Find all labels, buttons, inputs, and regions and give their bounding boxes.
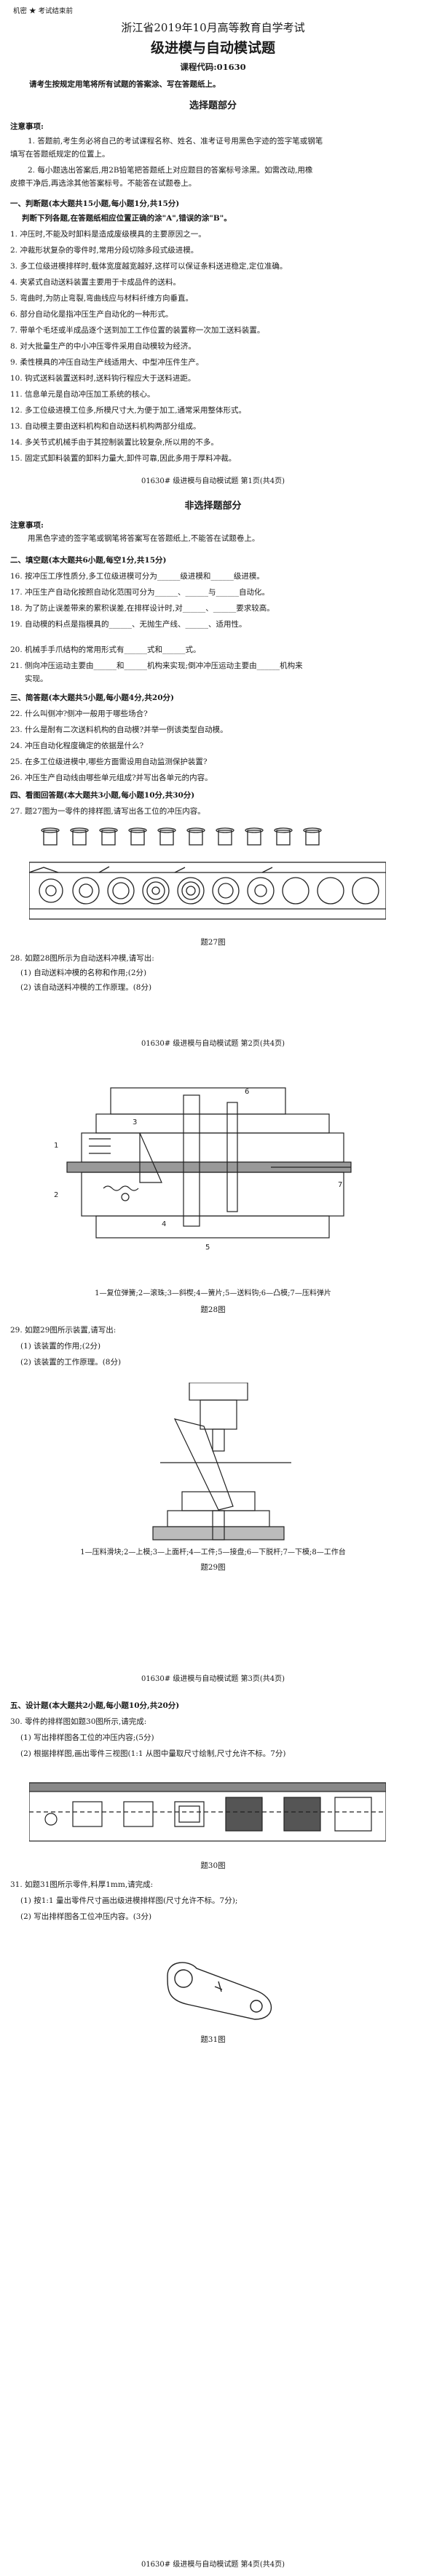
part2-title: 非选择题部分	[184, 501, 242, 512]
question-11: 11. 信息单元是自动冲压加工系统的核心。	[10, 390, 155, 399]
question-28-2: (2) 该自动送料冲模的工作原理。(8分)	[20, 983, 152, 992]
question-20: 20. 机械手手爪结构的常用形式有______式和______式。	[10, 645, 201, 654]
question-6: 6. 部分自动化是指冲压生产自动化的一种形式。	[10, 310, 173, 319]
note-2a: 2. 每小题选出答案后,用2B铅笔把答题纸上对应题目的答案标号涂黑。如需改动,用…	[28, 166, 313, 175]
part-views	[41, 827, 322, 846]
question-22: 22. 什么叫侧冲?侧冲一般用于哪些场合?	[10, 709, 148, 718]
note-2b: 皮擦干净后,再选涂其他答案标号。不能答在试题卷上。	[10, 179, 197, 188]
question-28: 28. 如题28图所示为自动送料冲模,请写出:	[10, 954, 154, 963]
question-1: 1. 冲压时,不能及时卸料是造成废级模具的主要原因之一。	[10, 230, 206, 239]
question-21a: 21. 侧向冲压运动主要由______和______机构来实现;倒冲冲压运动主要…	[10, 661, 303, 670]
figure-30-drawing	[29, 1782, 386, 1842]
page-title: 级进模与自动模试题	[150, 40, 275, 56]
section-4-title: 四、看图回答题(本大题共3小题,每小题10分,共30分)	[10, 791, 195, 800]
note-1b: 填写在答题纸规定的位置上。	[10, 150, 110, 159]
note-part2: 用黑色字迹的签字笔或钢笔将答案写在答题纸上,不能答在试题卷上。	[28, 534, 260, 543]
figure-29-caption: 题29图	[200, 1563, 226, 1572]
figure-28-drawing: 1 2 3 4 5 6 7	[54, 1087, 352, 1252]
part1-title: 选择题部分	[189, 100, 237, 111]
label-4: 4	[162, 1220, 166, 1228]
figure-31-caption: 题31图	[200, 2035, 226, 2044]
question-4: 4. 夹紧式自动送料装置主要用于卡成品件的送料。	[10, 278, 181, 287]
strip-outline	[29, 862, 386, 920]
figure-29-drawing	[152, 1383, 291, 1541]
question-7: 7. 带单个毛坯或半成品逐个送到加工工作位置的装置称一次加工送料装置。	[10, 326, 265, 335]
question-21b: 实现。	[25, 675, 48, 683]
figure-29-legend: 1—压料滑块;2—上模;3—上面杆;4—工件;5—接盘;6—下脱杆;7—下模;8…	[80, 1549, 346, 1557]
label-6: 6	[245, 1088, 249, 1096]
figure-27-drawing	[29, 827, 386, 920]
instruction: 请考生按规定用笔将所有试题的答案涂、写在答题纸上。	[29, 80, 221, 89]
question-3: 3. 多工位级进模排样时,载体宽度越宽越好,这样可以保证条料送进稳定,定位准确。	[10, 262, 288, 271]
question-19: 19. 自动模的料点是指模具的______、无抛生产线、______、适用性。	[10, 620, 247, 629]
question-24: 24. 冲压自动化程度确定的依据是什么?	[10, 742, 144, 750]
page-3: 1—复位弹簧;2—滚珠;3—斜楔;4—簧片;5—送料钩;6—凸模;7—压料弹片 …	[0, 1288, 426, 1932]
question-29-1: (1) 该装置的作用;(2分)	[20, 1342, 101, 1351]
question-8: 8. 对大批量生产的中小冲压零件采用自动模较为经济。	[10, 342, 196, 351]
question-5: 5. 弯曲时,为防止弯裂,弯曲线应与材料纤维方向垂直。	[10, 294, 194, 303]
figure-30-caption: 题30图	[200, 1861, 226, 1870]
section-1-title: 一、判断题(本大题共15小题,每小题1分,共15分)	[10, 199, 180, 208]
label-7: 7	[338, 1181, 342, 1189]
question-18: 18. 为了防止误差带来的累积误差,在排样设计时,对______、______要…	[10, 604, 275, 613]
page-2: 20. 机械手手爪结构的常用形式有______式和______式。 21. 侧向…	[0, 644, 426, 1288]
notes-title-2: 注意事项:	[10, 521, 44, 530]
section-5-title: 五、设计题(本大题共2小题,每小题10分,共20分)	[10, 1701, 180, 1710]
question-29-2: (2) 该装置的工作原理。(8分)	[20, 1358, 122, 1367]
figure-27-caption: 题27图	[200, 938, 226, 947]
label-2: 2	[54, 1191, 58, 1199]
page-footer-4: 01630# 级进模与自动模试题 第4页(共4页)	[141, 2561, 285, 2569]
question-30: 30. 零件的排样图如题30图所示,请完成:	[10, 1717, 147, 1726]
page-footer-3: 01630# 级进模与自动模试题 第3页(共4页)	[141, 1675, 285, 1683]
question-23: 23. 什么是耐有二次送料机构的自动模?并举一例该类型自动模。	[10, 726, 228, 734]
note-1a: 1. 答题前,考生务必将自己的考试课程名称、姓名、准考证号用黑色字迹的签字笔或钢…	[28, 137, 323, 146]
figure-31-drawing	[167, 1962, 272, 2020]
question-25: 25. 在多工位级进模中,哪些方面需设用自动监测保护装置?	[10, 758, 208, 766]
question-17: 17. 冲压生产自动化按照自动化范围可分为______、______与_____…	[10, 588, 270, 597]
label-5: 5	[205, 1244, 210, 1252]
question-14: 14. 多关节式机械手由于其控制装置比较复杂,所以用的不多。	[10, 438, 218, 447]
question-30-1: (1) 写出排样图各工位的冲压内容;(5分)	[20, 1733, 154, 1742]
exam-title: 浙江省2019年10月高等教育自学考试	[121, 21, 305, 34]
question-9: 9. 柔性模具的冲压自动生产线适用大、中型冲压件生产。	[10, 358, 204, 367]
page-footer-2: 01630# 级进模与自动模试题 第2页(共4页)	[141, 1040, 285, 1048]
secret-label: 机密 ★ 考试结束前	[13, 7, 74, 15]
label-3: 3	[133, 1118, 137, 1126]
question-10: 10. 钩式送料装置送料时,送料钩行程应大于送料进距。	[10, 374, 196, 383]
page-1: 机密 ★ 考试结束前 浙江省2019年10月高等教育自学考试 级进模与自动模试题…	[0, 0, 426, 644]
question-29: 29. 如题29图所示装置,请写出:	[10, 1326, 117, 1335]
question-31-1: (1) 按1:1 量出零件尺寸画出级进模排样图(尺寸允许不标。7分);	[20, 1896, 238, 1905]
figure-28-caption: 题28图	[200, 1305, 226, 1314]
label-1: 1	[54, 1142, 58, 1150]
figure-28-legend: 1—复位弹簧;2—滚珠;3—斜楔;4—簧片;5—送料钩;6—凸模;7—压料弹片	[95, 1289, 331, 1297]
course-code: 课程代码:01630	[180, 62, 246, 72]
page-footer-1: 01630# 级进模与自动模试题 第1页(共4页)	[141, 477, 285, 485]
page-4: 题31图 01630# 级进模与自动模试题 第4页(共4页)	[0, 1932, 426, 2576]
question-13: 13. 自动模主要由送料机构和自动送料机构两部分组成。	[10, 422, 201, 431]
question-30-2: (2) 根据排样图,画出零件三视图(1:1 从图中量取尺寸绘制,尺寸允许不标。7…	[20, 1749, 286, 1758]
question-16: 16. 按冲压工序性质分,多工位级进模可分为______级进模和______级进…	[10, 572, 264, 581]
notes-title: 注意事项:	[10, 122, 44, 131]
question-31-2: (2) 写出排样图各工位冲压内容。(3分)	[20, 1912, 152, 1921]
question-2: 2. 冲裁形状复杂的零件时,常用分段切除多段式级进模。	[10, 246, 199, 255]
question-26: 26. 冲压生产自动线由哪些单元组成?并写出各单元的内容。	[10, 774, 213, 782]
section-1-sub: 判断下列各题,在答题纸相应位置正确的涂"A",错误的涂"B"。	[22, 214, 232, 223]
question-31: 31. 如题31图所示零件,料厚1mm,请完成:	[10, 1880, 154, 1889]
section-2-title: 二、填空题(本大题共6小题,每空1分,共15分)	[10, 556, 167, 565]
question-12: 12. 多工位级进模工位多,所模尺寸大,为便于加工,通常采用整体形式。	[10, 406, 247, 415]
question-28-1: (1) 自动送料冲模的名称和作用;(2分)	[20, 969, 147, 977]
question-27: 27. 题27图为一零件的排样图,请写出各工位的冲压内容。	[10, 807, 205, 816]
section-3-title: 三、简答题(本大题共5小题,每小题4分,共20分)	[10, 693, 174, 702]
question-15: 15. 固定式卸料装置的卸料力量大,卸件可靠,因此多用于厚料冲裁。	[10, 454, 237, 463]
